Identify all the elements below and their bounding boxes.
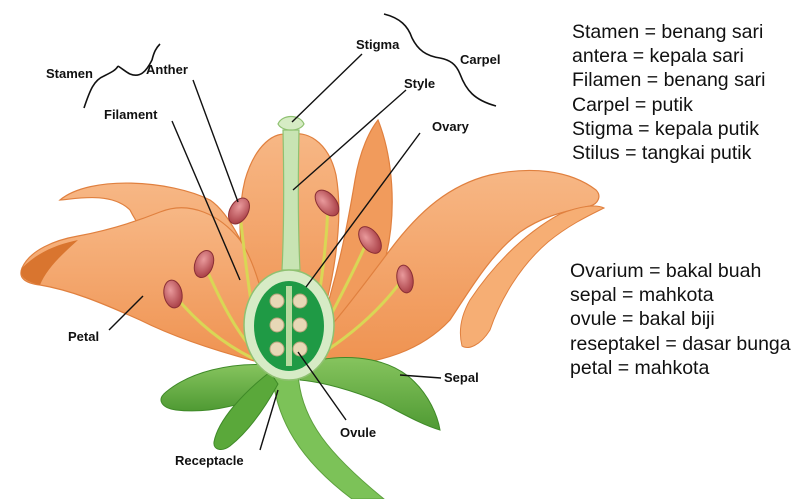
glossary-line: reseptakel = dasar bunga (570, 332, 791, 356)
glossary-line: Stamen = benang sari (572, 20, 766, 44)
stigma (278, 117, 304, 131)
ovule-5 (270, 342, 284, 356)
leader-stigma (292, 54, 362, 122)
label-anther: Anther (146, 62, 188, 77)
style (282, 130, 300, 270)
glossary-line: ovule = bakal biji (570, 307, 791, 331)
label-stamen: Stamen (46, 66, 93, 81)
glossary-line: antera = kepala sari (572, 44, 766, 68)
label-petal: Petal (68, 329, 99, 344)
label-carpel: Carpel (460, 52, 500, 67)
label-receptacle: Receptacle (175, 453, 244, 468)
leader-anther (193, 80, 238, 202)
label-style: Style (404, 76, 435, 91)
label-sepal: Sepal (444, 370, 479, 385)
ovule-1 (270, 294, 284, 308)
glossary-line: Ovarium = bakal buah (570, 259, 791, 283)
glossary-top: Stamen = benang sari antera = kepala sar… (572, 20, 766, 165)
ovule-4 (293, 318, 307, 332)
glossary-line: petal = mahkota (570, 356, 791, 380)
label-stigma: Stigma (356, 37, 400, 52)
ovary-septum (286, 286, 292, 366)
glossary-line: Carpel = putik (572, 93, 766, 117)
glossary-line: sepal = mahkota (570, 283, 791, 307)
sepal-right (298, 357, 440, 430)
label-filament: Filament (104, 107, 158, 122)
label-ovule: Ovule (340, 425, 376, 440)
glossary-line: Stilus = tangkai putik (572, 141, 766, 165)
glossary-bottom: Ovarium = bakal buah sepal = mahkota ovu… (570, 259, 791, 380)
label-ovary: Ovary (432, 119, 470, 134)
glossary-line: Stigma = kepala putik (572, 117, 766, 141)
glossary-line: Filamen = benang sari (572, 68, 766, 92)
ovule-3 (270, 318, 284, 332)
ovule-2 (293, 294, 307, 308)
